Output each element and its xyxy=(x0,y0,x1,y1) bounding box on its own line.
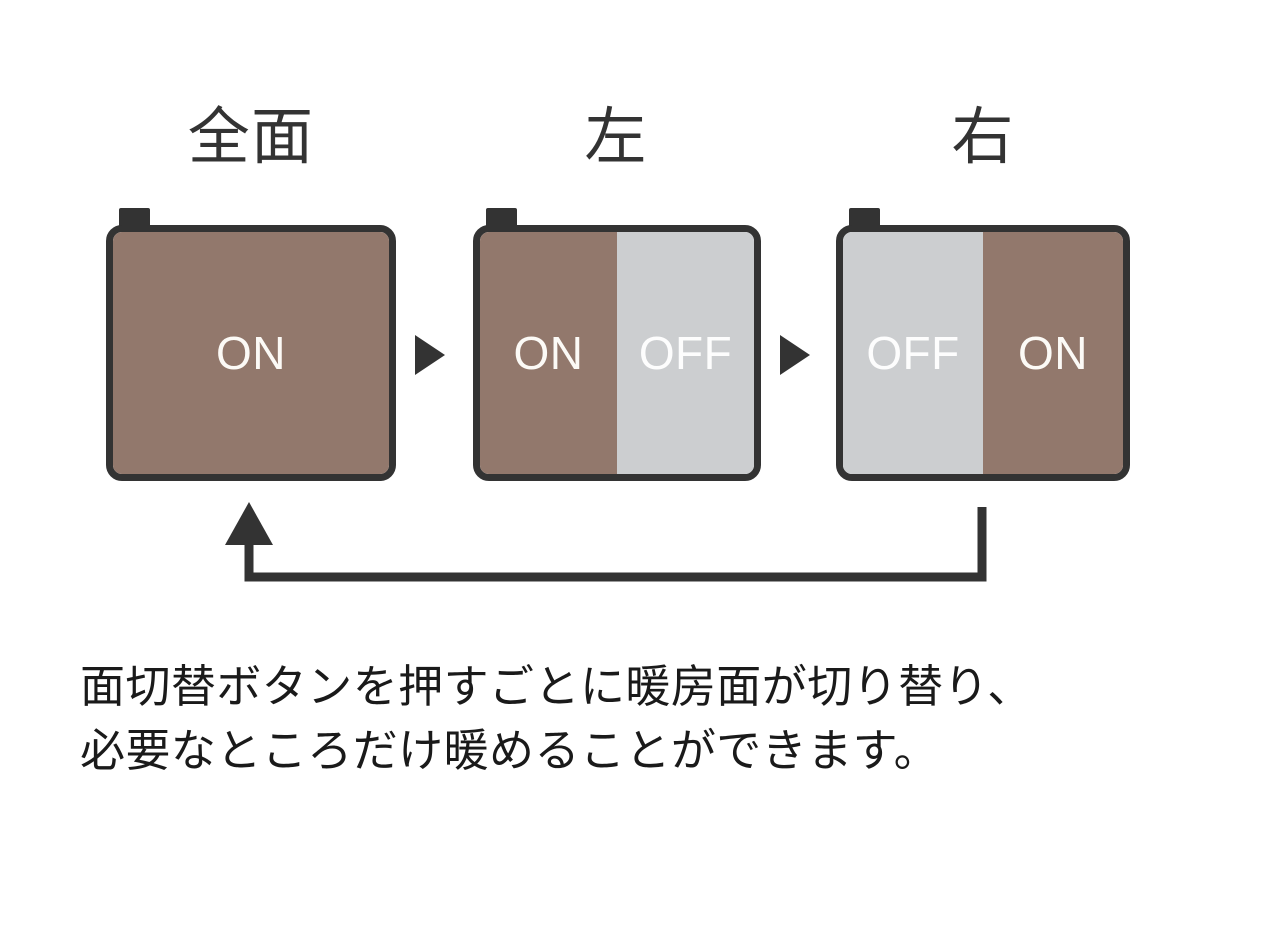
caption-line-1: 面切替ボタンを押すごとに暖房面が切り替り、 xyxy=(80,660,1033,713)
heater-panel-right[interactable]: OFF ON xyxy=(836,225,1130,481)
panel-full-nub-icon xyxy=(119,208,150,230)
panel-right-zone-right-label: ON xyxy=(1018,327,1088,379)
caption-line-2: 必要なところだけ暖めることができます。 xyxy=(80,723,940,777)
step-arrow-1-icon xyxy=(415,335,445,375)
panel-right-zone-left[interactable]: OFF xyxy=(843,232,983,474)
heater-panel-full[interactable]: ON xyxy=(106,225,396,481)
heater-panel-left[interactable]: ON OFF xyxy=(473,225,761,481)
panel-left-zone-right-label: OFF xyxy=(638,327,733,379)
panel-header-left: 左 xyxy=(584,100,648,173)
panel-left-zone-right[interactable]: OFF xyxy=(617,232,754,474)
panel-header-right: 右 xyxy=(951,100,1015,173)
panel-full-zone-all[interactable]: ON xyxy=(113,232,389,474)
panel-left-zone-left-label: ON xyxy=(513,327,584,379)
panel-right-zone-left-label: OFF xyxy=(866,327,960,379)
panel-left-zone-left[interactable]: ON xyxy=(480,232,617,474)
caption-block: 面切替ボタンを押すごとに暖房面が切り替り、 必要なところだけ暖めることができます… xyxy=(80,655,1033,783)
panel-header-full: 全面 xyxy=(187,100,315,173)
panel-right-nub-icon xyxy=(849,208,880,230)
panel-left-nub-icon xyxy=(486,208,517,230)
panel-right-zone-right[interactable]: ON xyxy=(983,232,1123,474)
step-arrow-2-icon xyxy=(780,335,810,375)
panel-full-state-label: ON xyxy=(216,327,286,379)
